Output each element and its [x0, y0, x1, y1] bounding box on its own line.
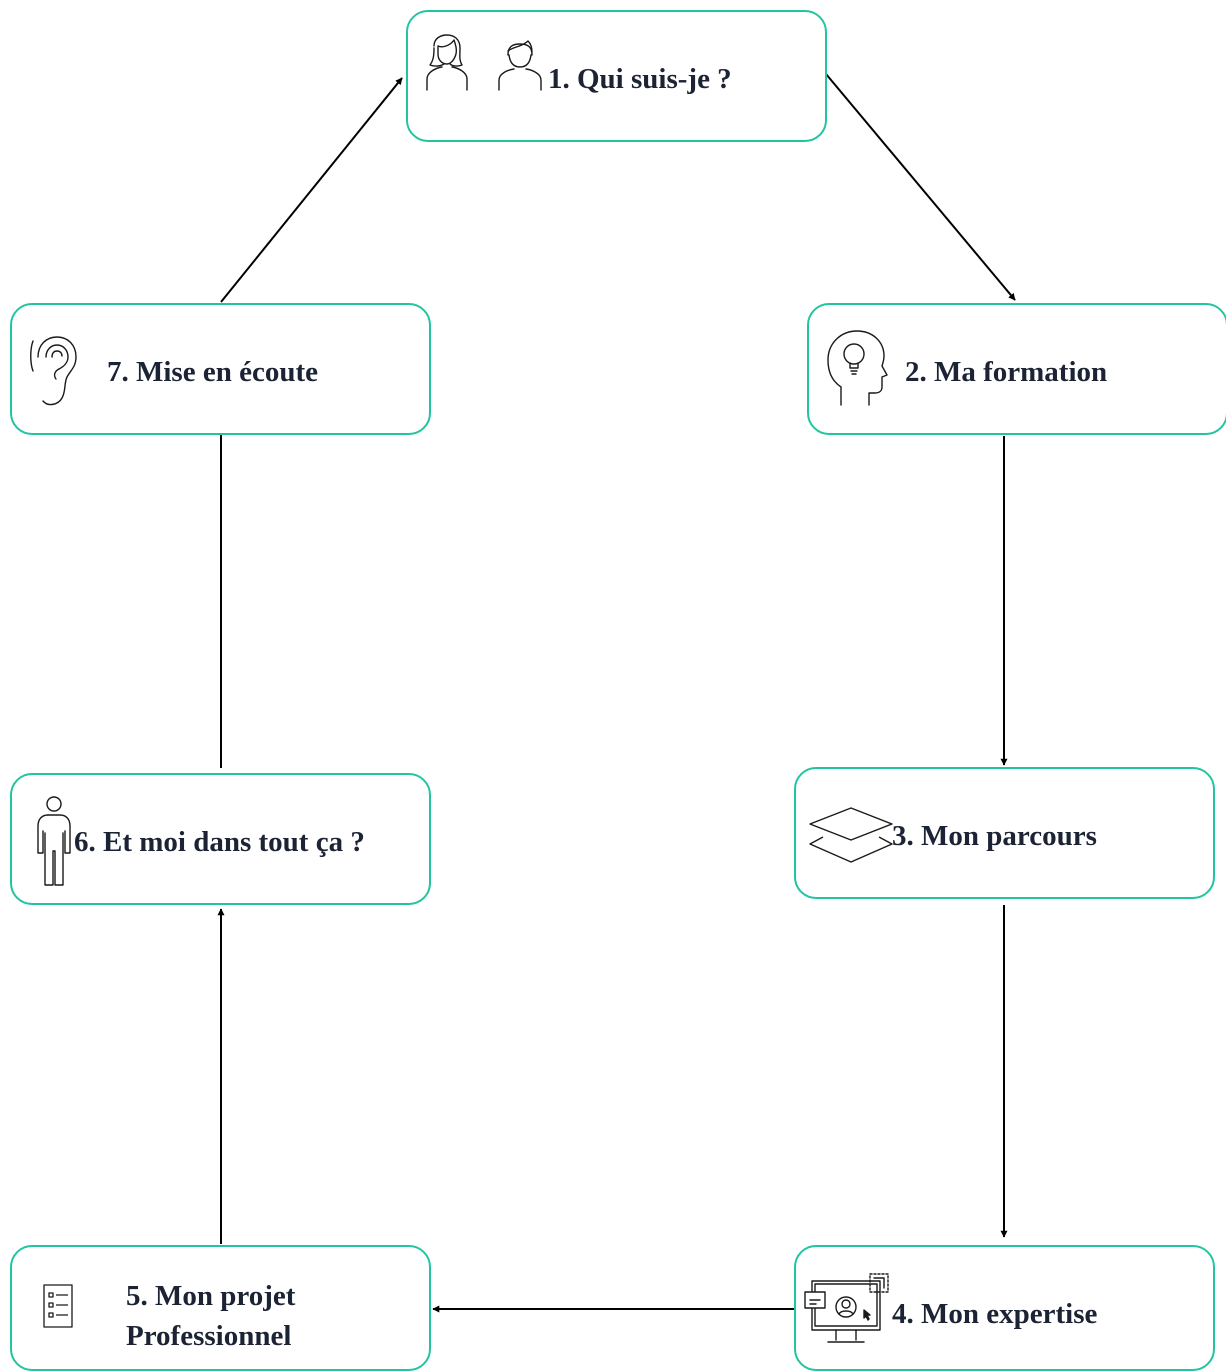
person-icon	[34, 795, 74, 887]
step-2-label: 2. Ma formation	[905, 356, 1108, 388]
arrow-7-to-1	[220, 77, 403, 303]
ear-icon	[30, 335, 78, 407]
step-7-label: 7. Mise en écoute	[107, 356, 318, 388]
step-6-box[interactable]: 6. Et moi dans tout ça ?	[10, 773, 431, 905]
step-3-label: 3. Mon parcours	[892, 820, 1097, 852]
step-3-box[interactable]: 3. Mon parcours	[794, 767, 1215, 899]
head-lightbulb-icon	[827, 329, 889, 406]
monitor-user-icon	[804, 1272, 890, 1350]
step-5-label-line2: Professionnel	[126, 1320, 292, 1352]
people-icon	[426, 34, 544, 94]
step-1-box[interactable]: 1. Qui suis-je ?	[406, 10, 827, 142]
step-1-label: 1. Qui suis-je ?	[548, 63, 732, 95]
step-2-box[interactable]: 2. Ma formation	[807, 303, 1226, 435]
step-4-box[interactable]: 4. Mon expertise	[794, 1245, 1215, 1371]
step-7-box[interactable]: 7. Mise en écoute	[10, 303, 431, 435]
step-4-label: 4. Mon expertise	[892, 1298, 1098, 1330]
layers-icon	[808, 806, 894, 866]
step-5-label-line1: 5. Mon projet	[126, 1280, 296, 1312]
step-6-label: 6. Et moi dans tout ça ?	[74, 826, 365, 858]
checklist-icon	[43, 1284, 73, 1328]
arrow-1-to-2	[825, 73, 1016, 301]
step-5-box[interactable]: 5. Mon projet Professionnel	[10, 1245, 431, 1371]
